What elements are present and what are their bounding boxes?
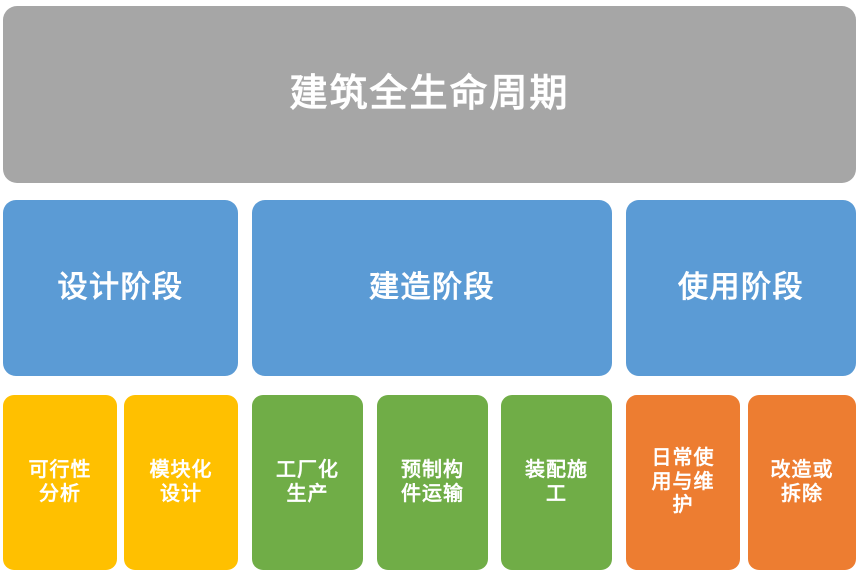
phase-node-label: 使用阶段: [678, 271, 804, 305]
phase-node-design[interactable]: 设计阶段: [3, 200, 238, 376]
phase-node-label: 建造阶段: [369, 271, 495, 305]
phase-node-construction[interactable]: 建造阶段: [252, 200, 612, 376]
activity-node-feasibility-analysis[interactable]: 可行性 分析: [3, 395, 117, 570]
activity-node-assembly-construction[interactable]: 装配施 工: [501, 395, 612, 570]
activity-node-modular-design[interactable]: 模块化 设计: [124, 395, 238, 570]
activity-node-factory-production[interactable]: 工厂化 生产: [252, 395, 363, 570]
activity-node-label: 预制构 件运输: [401, 458, 464, 505]
activity-node-label: 模块化 设计: [149, 458, 213, 505]
phase-node-usage[interactable]: 使用阶段: [626, 200, 856, 376]
root-node-label: 建筑全生命周期: [289, 73, 570, 116]
activity-node-label: 工厂化 生产: [276, 458, 339, 505]
activity-node-label: 装配施 工: [525, 458, 588, 505]
activity-node-label: 可行性 分析: [28, 458, 92, 505]
activity-node-daily-use-maintenance[interactable]: 日常使 用与维 护: [626, 395, 740, 570]
root-node-building-lifecycle[interactable]: 建筑全生命周期: [3, 6, 856, 183]
activity-node-prefab-transport[interactable]: 预制构 件运输: [377, 395, 488, 570]
activity-node-label: 改造或 拆除: [770, 458, 834, 505]
phase-node-label: 设计阶段: [57, 271, 184, 305]
activity-node-label: 日常使 用与维 护: [651, 447, 715, 517]
activity-node-renovation-demolition[interactable]: 改造或 拆除: [748, 395, 856, 570]
